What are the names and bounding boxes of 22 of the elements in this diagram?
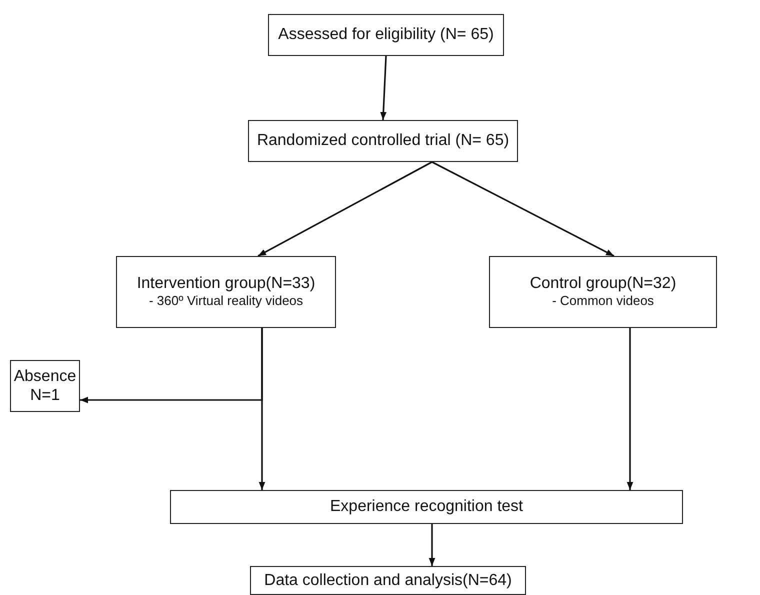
process-box (489, 256, 717, 328)
box-subtext: - Common videos (552, 293, 654, 310)
box-heading: Absence N=1 (12, 366, 78, 406)
box-subtext: - 360º Virtual reality videos (148, 293, 304, 310)
process-box (170, 490, 683, 524)
process-box (248, 120, 518, 162)
box-heading: Data collection and analysis(N=64) (264, 570, 512, 590)
arrow (428, 524, 436, 566)
arrow (380, 56, 387, 120)
box-heading: Intervention group(N=33) (136, 274, 316, 294)
arrow (626, 328, 634, 490)
process-box (250, 566, 526, 595)
box-heading: Control group(N=32) (530, 274, 676, 294)
box-heading: Experience recognition test (330, 497, 523, 517)
arrow (258, 161, 432, 257)
process-box (10, 360, 80, 412)
box-heading: Assessed for eligibility (N= 65) (278, 25, 494, 45)
arrow (432, 161, 614, 257)
arrow (258, 328, 266, 490)
process-box (268, 14, 504, 56)
box-heading: Randomized controlled trial (N= 65) (256, 131, 510, 151)
process-box (116, 256, 336, 328)
